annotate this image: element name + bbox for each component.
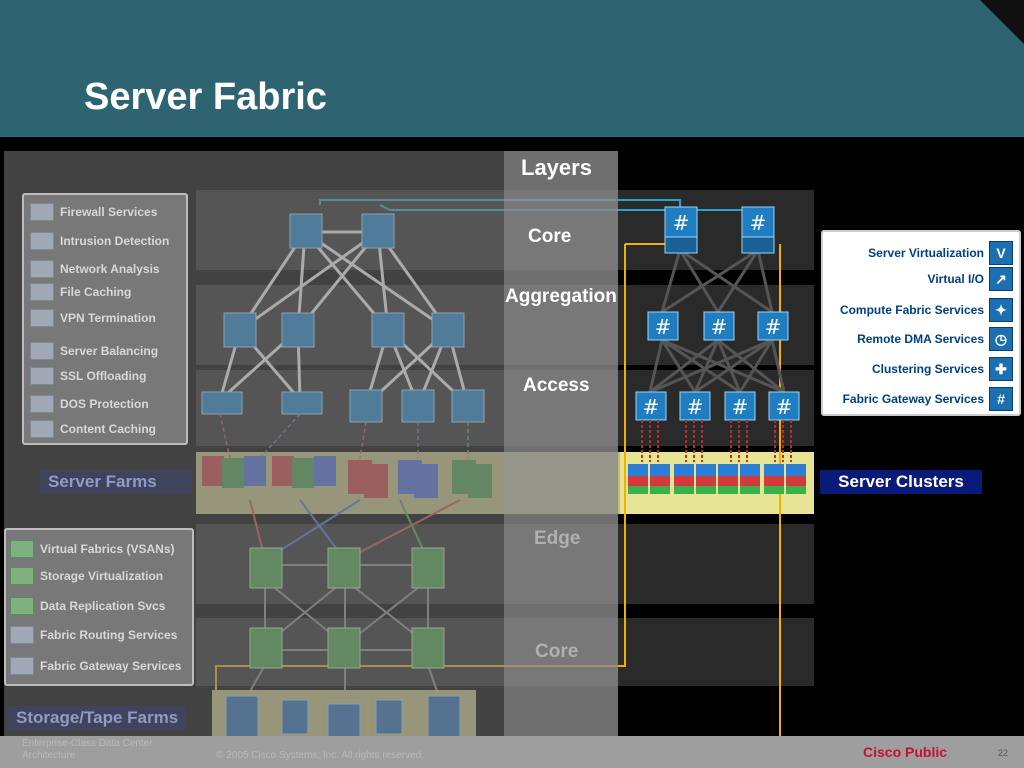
service-label: Fabric Routing Services	[40, 628, 178, 642]
service-item: Fabric Gateway Services	[10, 657, 181, 675]
service-label: Clustering Services	[871, 362, 984, 376]
service-label: Intrusion Detection	[60, 234, 170, 248]
cluster-core-switches: # #	[664, 206, 775, 254]
load-balancer-icon	[30, 342, 54, 360]
service-row: Clustering Services ✚	[872, 356, 1013, 382]
service-label: Fabric Gateway Services	[842, 392, 984, 406]
service-label: SSL Offloading	[60, 369, 147, 383]
content-cache-icon	[30, 420, 54, 438]
server-farms-label: Server Farms	[40, 470, 192, 494]
service-item: DOS Protection	[30, 395, 149, 413]
service-row: Compute Fabric Services ✦	[840, 297, 1013, 323]
service-label: Remote DMA Services	[857, 332, 984, 346]
service-row: Fabric Gateway Services #	[843, 386, 1013, 412]
server-clusters-label: Server Clusters	[820, 470, 982, 494]
page-number: 22	[998, 748, 1009, 758]
service-row: Server Virtualization V	[868, 240, 1013, 266]
network-analysis-icon	[30, 260, 54, 278]
service-row: Virtual I/O ↗	[928, 266, 1013, 292]
service-label: Server Balancing	[60, 344, 159, 358]
service-item: Storage Virtualization	[10, 567, 163, 585]
svg-text:#: #	[655, 315, 672, 339]
clustering-icon: ✚	[989, 357, 1013, 381]
storage-services-panel: Virtual Fabrics (VSANs) Storage Virtuali…	[4, 528, 194, 686]
layer-storage-core-label: Core	[535, 641, 579, 662]
layer-edge-label: Edge	[534, 528, 581, 549]
service-item: File Caching	[30, 283, 131, 301]
service-item: Fabric Routing Services	[10, 626, 177, 644]
cluster-server-links	[641, 420, 792, 462]
fabric-routing-icon	[10, 626, 34, 644]
server-virtualization-icon: V	[989, 241, 1013, 265]
footer-brand: Cisco Public	[863, 744, 948, 760]
service-label: Content Caching	[60, 422, 156, 436]
server-fabric-services-panel: Server Virtualization V Virtual I/O ↗ Co…	[821, 230, 1021, 416]
header-corner-fold	[980, 0, 1024, 44]
service-label: Virtual I/O	[927, 272, 984, 286]
service-item: Network Analysis	[30, 260, 160, 278]
service-item: VPN Termination	[30, 309, 156, 327]
svg-text:#: #	[643, 395, 660, 419]
service-label: Network Analysis	[60, 262, 160, 276]
cluster-servers	[628, 464, 806, 494]
svg-text:#: #	[776, 395, 793, 419]
service-item: Content Caching	[30, 420, 156, 438]
footer-course-title: Enterprise-Class Data Center Architectur…	[22, 738, 153, 761]
service-item: Virtual Fabrics (VSANs)	[10, 540, 174, 558]
svg-text:#: #	[765, 315, 782, 339]
layers-heading: Layers	[521, 155, 592, 180]
cluster-access-switches	[635, 391, 800, 421]
storage-farms-label: Storage/Tape Farms	[8, 706, 187, 730]
storage-virtualization-icon	[10, 567, 34, 585]
cluster-aggregation-switches	[647, 311, 789, 341]
service-item: Intrusion Detection	[30, 232, 169, 250]
layer-core-label: Core	[528, 226, 572, 247]
replication-icon	[10, 597, 34, 615]
layers-column	[504, 151, 618, 736]
fabric-gateway-icon: #	[989, 387, 1013, 411]
dos-protection-icon	[30, 395, 54, 413]
service-label: File Caching	[60, 285, 132, 299]
service-item: Firewall Services	[30, 203, 157, 221]
footer-copyright: © 2005 Cisco Systems, Inc. All rights re…	[216, 750, 425, 761]
service-label: Data Replication Svcs	[40, 599, 166, 613]
service-row: Remote DMA Services ◷	[857, 326, 1013, 352]
svg-text:#: #	[687, 395, 704, 419]
file-caching-icon	[30, 283, 54, 301]
service-item: Data Replication Svcs	[10, 597, 165, 615]
cluster-mesh	[648, 248, 786, 394]
vpn-icon	[30, 309, 54, 327]
ids-icon	[30, 232, 54, 250]
front-end-services-panel: Firewall Services Intrusion Detection Ne…	[22, 193, 188, 445]
layer-access-label: Access	[523, 375, 590, 396]
service-item: Server Balancing	[30, 342, 158, 360]
svg-text:#: #	[732, 395, 749, 419]
slide-footer: Enterprise-Class Data Center Architectur…	[0, 736, 1024, 768]
remote-dma-icon: ◷	[989, 327, 1013, 351]
service-label: Firewall Services	[60, 205, 158, 219]
svg-text:#: #	[673, 211, 690, 235]
service-label: VPN Termination	[60, 311, 156, 325]
slide-title: Server Fabric	[84, 76, 327, 118]
service-label: Virtual Fabrics (VSANs)	[40, 542, 175, 556]
firewall-icon	[30, 203, 54, 221]
service-label: Storage Virtualization	[40, 569, 164, 583]
slide-header: Server Fabric	[0, 0, 1024, 137]
service-label: DOS Protection	[60, 397, 149, 411]
service-label: Fabric Gateway Services	[40, 659, 182, 673]
vsan-icon	[10, 540, 34, 558]
layer-aggregation-label: Aggregation	[505, 286, 617, 307]
service-label: Compute Fabric Services	[839, 303, 984, 317]
fabric-gateway-icon	[10, 657, 34, 675]
virtual-io-icon: ↗	[989, 267, 1013, 291]
service-label: Server Virtualization	[868, 246, 984, 260]
ssl-icon	[30, 367, 54, 385]
service-item: SSL Offloading	[30, 367, 146, 385]
compute-fabric-icon: ✦	[989, 298, 1013, 322]
svg-text:#: #	[711, 315, 728, 339]
svg-text:#: #	[750, 211, 767, 235]
